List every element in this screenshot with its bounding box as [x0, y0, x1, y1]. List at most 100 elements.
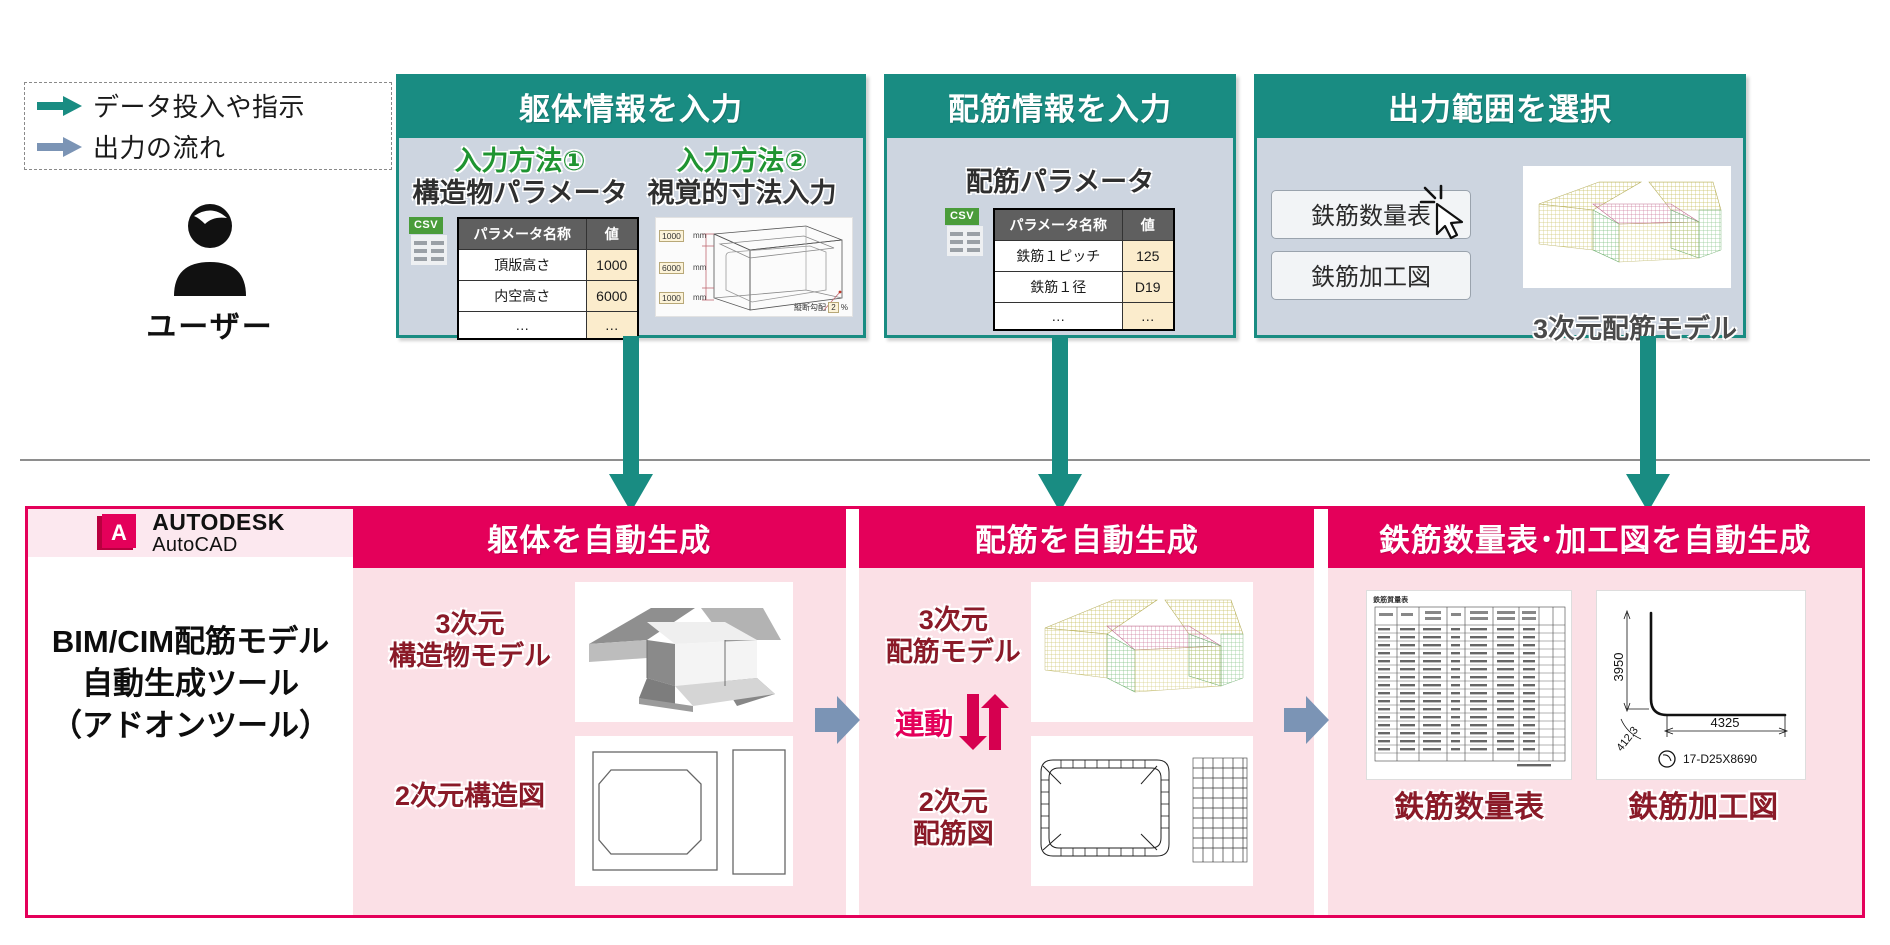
- table-row: … …: [993, 302, 1175, 331]
- caption-2d-rebar-l1: 2次元: [918, 787, 988, 817]
- cell-param-name: …: [993, 302, 1123, 331]
- input-method-1-name: 構造物パラメータ: [412, 178, 628, 209]
- column-structure-generation: 躯体を自動生成 3次元 構造物モデル: [353, 509, 846, 915]
- csv-file-icon: CSV: [945, 208, 985, 257]
- table-header-row: パラメータ名称 値: [457, 217, 639, 251]
- dim-label-bottom: 1000: [659, 292, 684, 305]
- dim-unit-top: mm: [693, 231, 707, 241]
- caption-3d-rebar-l2: 配筋モデル: [885, 637, 1021, 668]
- autocad-brand-header: A AUTODESK AutoCAD: [28, 509, 354, 557]
- panel-output-range: 出力範囲を選択 鉄筋数量表 鉄筋加工図: [1254, 74, 1746, 344]
- person-icon: [174, 204, 246, 296]
- brand-product: AutoCAD: [152, 533, 238, 556]
- caption-3d-structure-l2: 構造物モデル: [389, 641, 552, 672]
- rendo-link-group: 連動: [865, 692, 1041, 752]
- slope-note: 縦断勾配 2 %: [793, 302, 848, 314]
- cell-param-value: 6000: [585, 280, 639, 313]
- input-method-2-tag: 入力方法②: [676, 146, 808, 176]
- dim-callout-label: 17-D25X8690: [1683, 752, 1757, 766]
- legend-label-input: データ投入や指示: [93, 92, 306, 122]
- table-row: … …: [457, 311, 639, 340]
- visual-dimension-image: 1000 mm 6000 mm 1000 mm 縦断勾配 2 %: [655, 217, 853, 318]
- structure-param-group: CSV パラメータ名称 値 頂版高さ 1000: [409, 217, 645, 341]
- caption-3d-rebar: 3次元 配筋モデル: [865, 604, 1041, 669]
- dim-radius-label: 412.3: [1615, 725, 1641, 754]
- csv-file-icon: CSV: [409, 217, 449, 266]
- column-title-quantity: 鉄筋数量表･加工図を自動生成: [1328, 509, 1862, 568]
- cell-param-value: …: [1121, 302, 1175, 331]
- col-header-value: 値: [1121, 208, 1175, 242]
- cell-param-name: 頂版高さ: [457, 249, 587, 282]
- panel-title-output-range: 出力範囲を選択: [1257, 77, 1743, 138]
- up-down-arrows-icon: [959, 694, 1010, 750]
- 3d-rebar-model-image: [1031, 582, 1254, 722]
- dim-unit-bottom: mm: [693, 293, 707, 303]
- cell-param-name: 鉄筋１ピッチ: [993, 240, 1123, 273]
- cell-param-value: D19: [1121, 271, 1175, 304]
- cell-param-name: 内空高さ: [457, 280, 587, 313]
- output-option-list: 鉄筋数量表 鉄筋加工図: [1271, 190, 1471, 312]
- 3d-rebar-model-image: [1523, 166, 1731, 288]
- rebar-param-group: CSV パラメータ名称 値 鉄筋１ピッチ 125 鉄筋１: [897, 208, 1223, 332]
- rebar-param-table: パラメータ名称 値 鉄筋１ピッチ 125 鉄筋１径 D19 … …: [993, 208, 1175, 332]
- flow-arrow-output: [1626, 336, 1670, 512]
- panel-input-rebar: 配筋情報を入力 配筋パラメータ CSV パラメータ名称 値 鉄筋１ピッチ: [884, 74, 1236, 338]
- caption-fabrication-drawing: 鉄筋加工図: [1590, 790, 1816, 826]
- slope-note-value: 2: [828, 302, 839, 314]
- svg-text:A: A: [111, 520, 127, 545]
- flow-arrow-structure-to-rebar: [815, 696, 861, 744]
- cell-param-value: 1000: [585, 249, 639, 282]
- tool-section: A AUTODESK AutoCAD BIM/CIM配筋モデル 自動生成ツール …: [25, 506, 1865, 918]
- tool-name: BIM/CIM配筋モデル 自動生成ツール （アドオンツール）: [28, 621, 353, 747]
- section-divider: [20, 459, 1870, 461]
- slope-note-unit: %: [840, 303, 848, 313]
- cell-param-name: 鉄筋１径: [993, 271, 1123, 304]
- col-header-name: パラメータ名称: [457, 217, 587, 251]
- quantity-table-title: 鉄筋質量表: [1373, 597, 1409, 604]
- col-header-value: 値: [585, 217, 639, 251]
- input-method-2: 入力方法② 視覚的寸法入力: [631, 146, 853, 209]
- cell-param-value: 125: [1121, 240, 1175, 273]
- flow-arrow-rebar: [1038, 336, 1082, 512]
- cell-param-name: …: [457, 311, 587, 340]
- input-method-headings: 入力方法① 構造物パラメータ 入力方法② 視覚的寸法入力: [409, 146, 853, 209]
- output-option-fabrication-drawing[interactable]: 鉄筋加工図: [1271, 251, 1471, 300]
- input-method-1: 入力方法① 構造物パラメータ: [409, 146, 631, 209]
- culvert-3d-icon: [589, 608, 782, 712]
- caption-3d-rebar-l1: 3次元: [918, 605, 988, 635]
- panel-input-structure: 躯体情報を入力 入力方法① 構造物パラメータ 入力方法② 視覚的寸法入力 CSV: [396, 74, 866, 341]
- caption-2d-rebar-l2: 配筋図: [912, 819, 994, 850]
- cell-param-value: …: [585, 311, 639, 340]
- table-row: 鉄筋１径 D19: [993, 271, 1175, 304]
- user-block: ユーザー: [110, 200, 310, 346]
- input-method-1-tag: 入力方法①: [454, 146, 586, 176]
- brand-vendor: AUTODESK: [152, 509, 285, 536]
- tool-name-line-2: 自動生成ツール: [82, 665, 300, 701]
- dim-label-top: 1000: [659, 230, 684, 243]
- click-cursor-icon: [1419, 184, 1464, 240]
- autocad-brand-text: AUTODESK AutoCAD: [152, 510, 285, 555]
- caption-quantity-table-l1: 鉄筋数量表: [1394, 791, 1545, 824]
- 2d-structure-drawing-image: [575, 736, 794, 886]
- caption-3d-structure: 3次元 構造物モデル: [375, 608, 565, 673]
- caption-2d-structure-l1: 2次元構造図: [395, 781, 546, 811]
- flow-arrow-rebar-to-output: [1284, 696, 1330, 744]
- legend-row-input: データ投入や指示: [37, 87, 381, 124]
- caption-2d-rebar: 2次元 配筋図: [865, 786, 1041, 851]
- tool-name-line-1: BIM/CIM配筋モデル: [51, 624, 330, 659]
- input-method-2-name: 視覚的寸法入力: [647, 178, 837, 209]
- caption-quantity-table: 鉄筋数量表: [1356, 790, 1582, 826]
- legend-row-output: 出力の流れ: [37, 128, 381, 165]
- panel-title-input-rebar: 配筋情報を入力: [887, 77, 1233, 138]
- quantity-table-icon: [1374, 606, 1566, 767]
- brand-column: A AUTODESK AutoCAD BIM/CIM配筋モデル 自動生成ツール …: [28, 509, 354, 915]
- user-label: ユーザー: [146, 311, 274, 344]
- 3d-structure-model-image: [575, 582, 794, 722]
- dim-label-mid: 6000: [659, 262, 684, 275]
- autodesk-logo-icon: A: [97, 514, 137, 550]
- rebar-2d-icon: [1040, 757, 1248, 863]
- caption-3d-structure-l1: 3次元: [435, 609, 505, 639]
- slope-note-label: 縦断勾配: [793, 303, 826, 313]
- teal-arrow-icon: [37, 95, 82, 116]
- table-row: 鉄筋１ピッチ 125: [993, 240, 1175, 273]
